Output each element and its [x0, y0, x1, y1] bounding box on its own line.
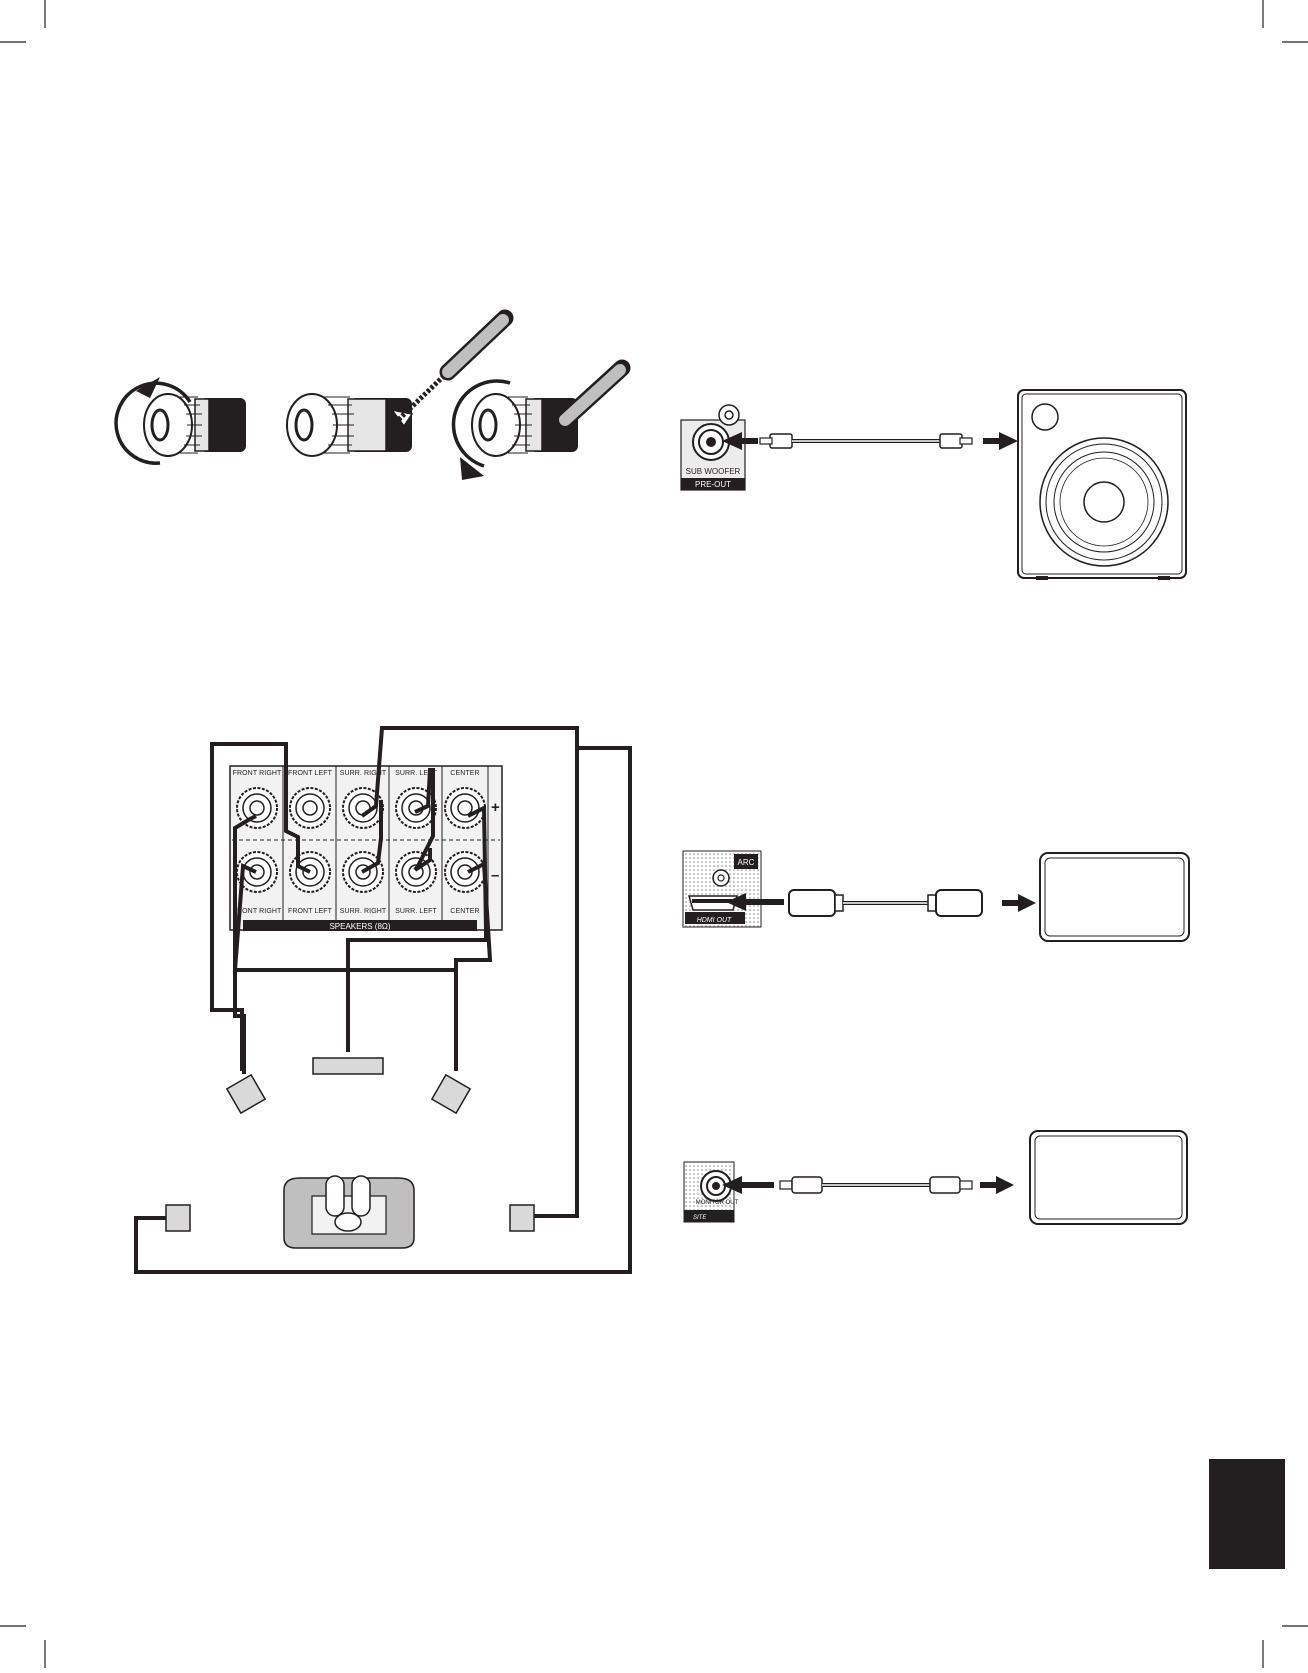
- monitor-out-label: MONITOR OUT: [696, 1200, 739, 1206]
- site-label: SITE: [693, 1215, 707, 1221]
- monitor-out-port: [684, 1162, 734, 1222]
- monitor-display-icon: [1030, 1131, 1187, 1224]
- section-tab: [1209, 1459, 1285, 1569]
- arrow-right-icon: [980, 1176, 1014, 1194]
- rca-video-cable: [780, 1177, 972, 1193]
